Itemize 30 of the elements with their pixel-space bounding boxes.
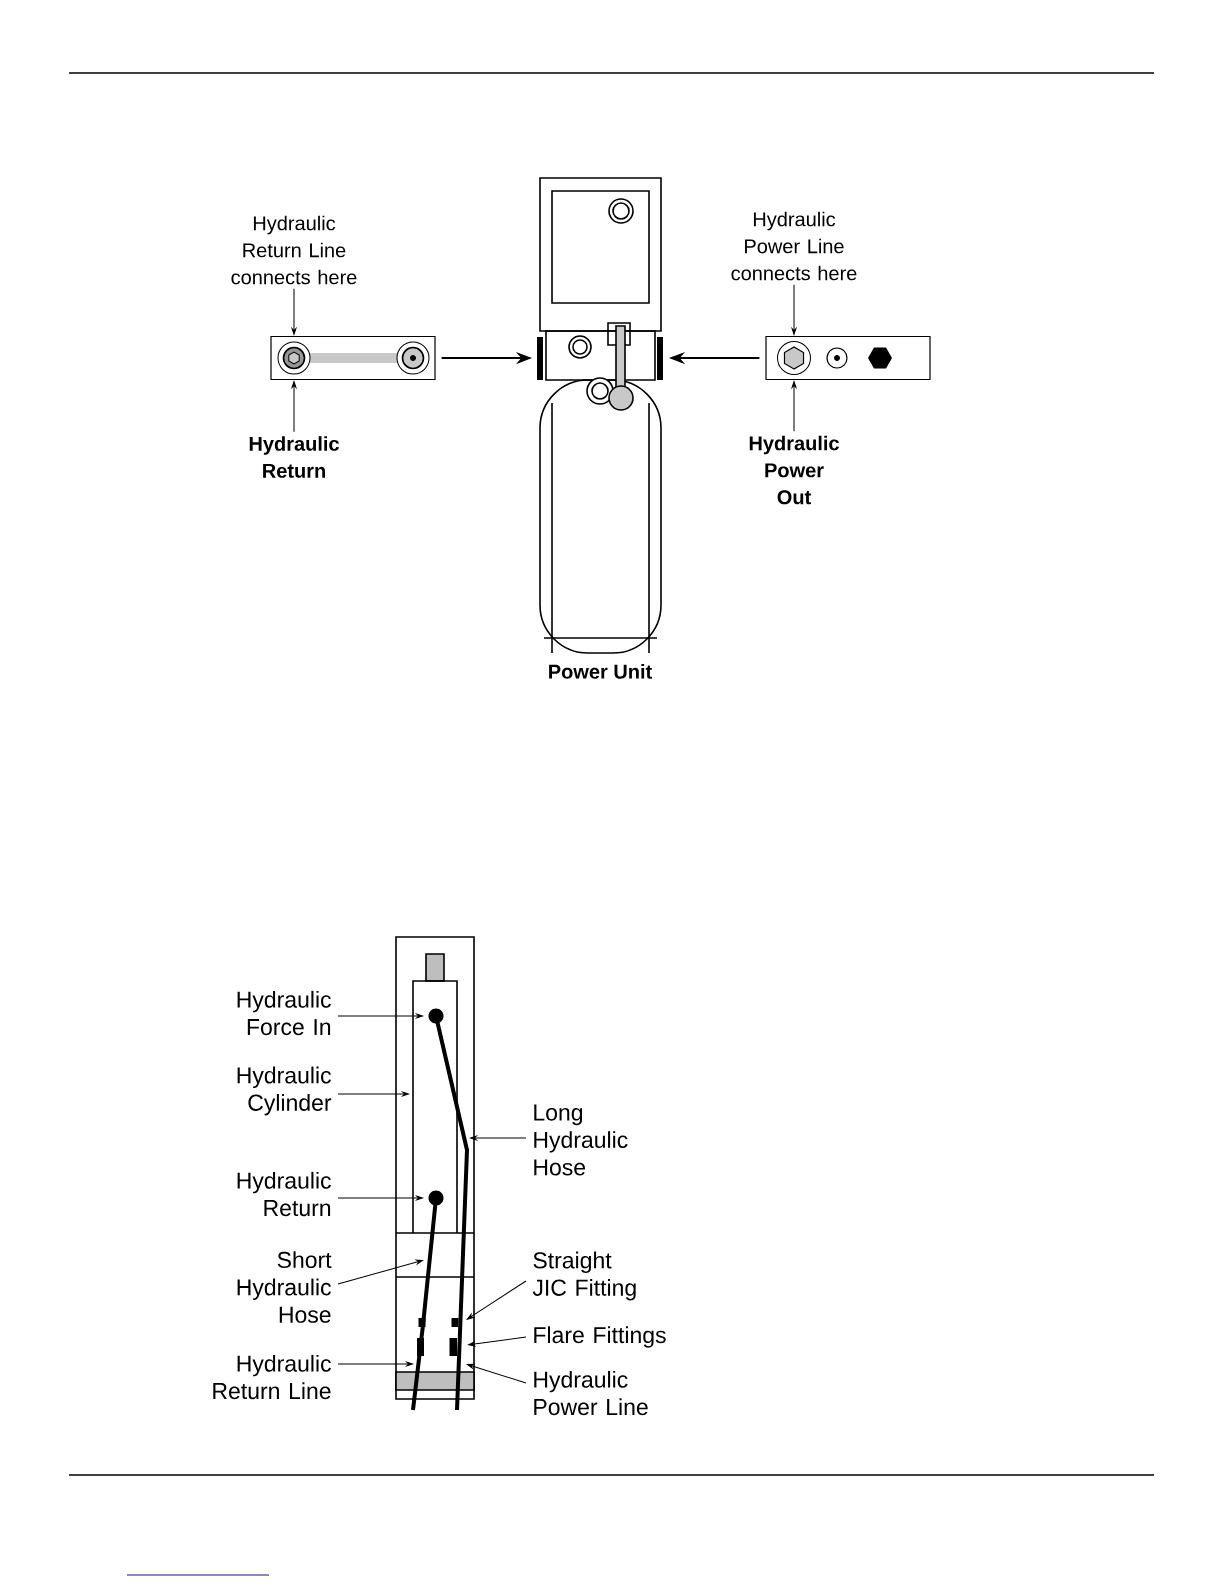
leader-line bbox=[337, 1195, 423, 1201]
callout-text: Hydraulic Return Line connects here bbox=[231, 215, 357, 285]
callout-label: Long Hydraulic Hose bbox=[534, 1104, 628, 1176]
leader-line bbox=[337, 1361, 413, 1367]
leader-line bbox=[791, 284, 797, 335]
callout-label: Hydraulic Return Line bbox=[213, 1354, 331, 1400]
node-label: Power Unit bbox=[549, 664, 652, 679]
leader-line bbox=[470, 1135, 527, 1141]
port-label: Hydraulic Return bbox=[249, 436, 339, 478]
callout-label: Hydraulic Power Line bbox=[534, 1370, 648, 1416]
callout-label: Short Hydraulic Hose bbox=[237, 1251, 332, 1323]
leader-line bbox=[466, 1280, 527, 1320]
callout-label: Hydraulic Return bbox=[237, 1171, 331, 1217]
return-manifold-block bbox=[270, 335, 436, 381]
leader-line bbox=[337, 1091, 409, 1097]
leader-line bbox=[468, 1336, 527, 1347]
callout-label: Straight JIC Fitting bbox=[532, 1251, 636, 1301]
leader-line bbox=[337, 1013, 423, 1019]
callout-label: Hydraulic Cylinder bbox=[237, 1066, 332, 1116]
leader-line bbox=[291, 381, 297, 433]
callout-label: Hydraulic Force In bbox=[237, 990, 331, 1036]
power-manifold-block bbox=[765, 335, 931, 381]
port-label: Hydraulic Power Out bbox=[749, 435, 839, 505]
leader-line bbox=[791, 381, 797, 432]
leader-line bbox=[467, 1363, 527, 1384]
callout-label: Flare Fittings bbox=[534, 1326, 666, 1348]
leader-line bbox=[291, 288, 297, 335]
leader-line bbox=[337, 1259, 423, 1285]
callout-text: Hydraulic Power Line connects here bbox=[731, 211, 857, 281]
hydraulic-cylinder-drawing bbox=[395, 936, 475, 1411]
